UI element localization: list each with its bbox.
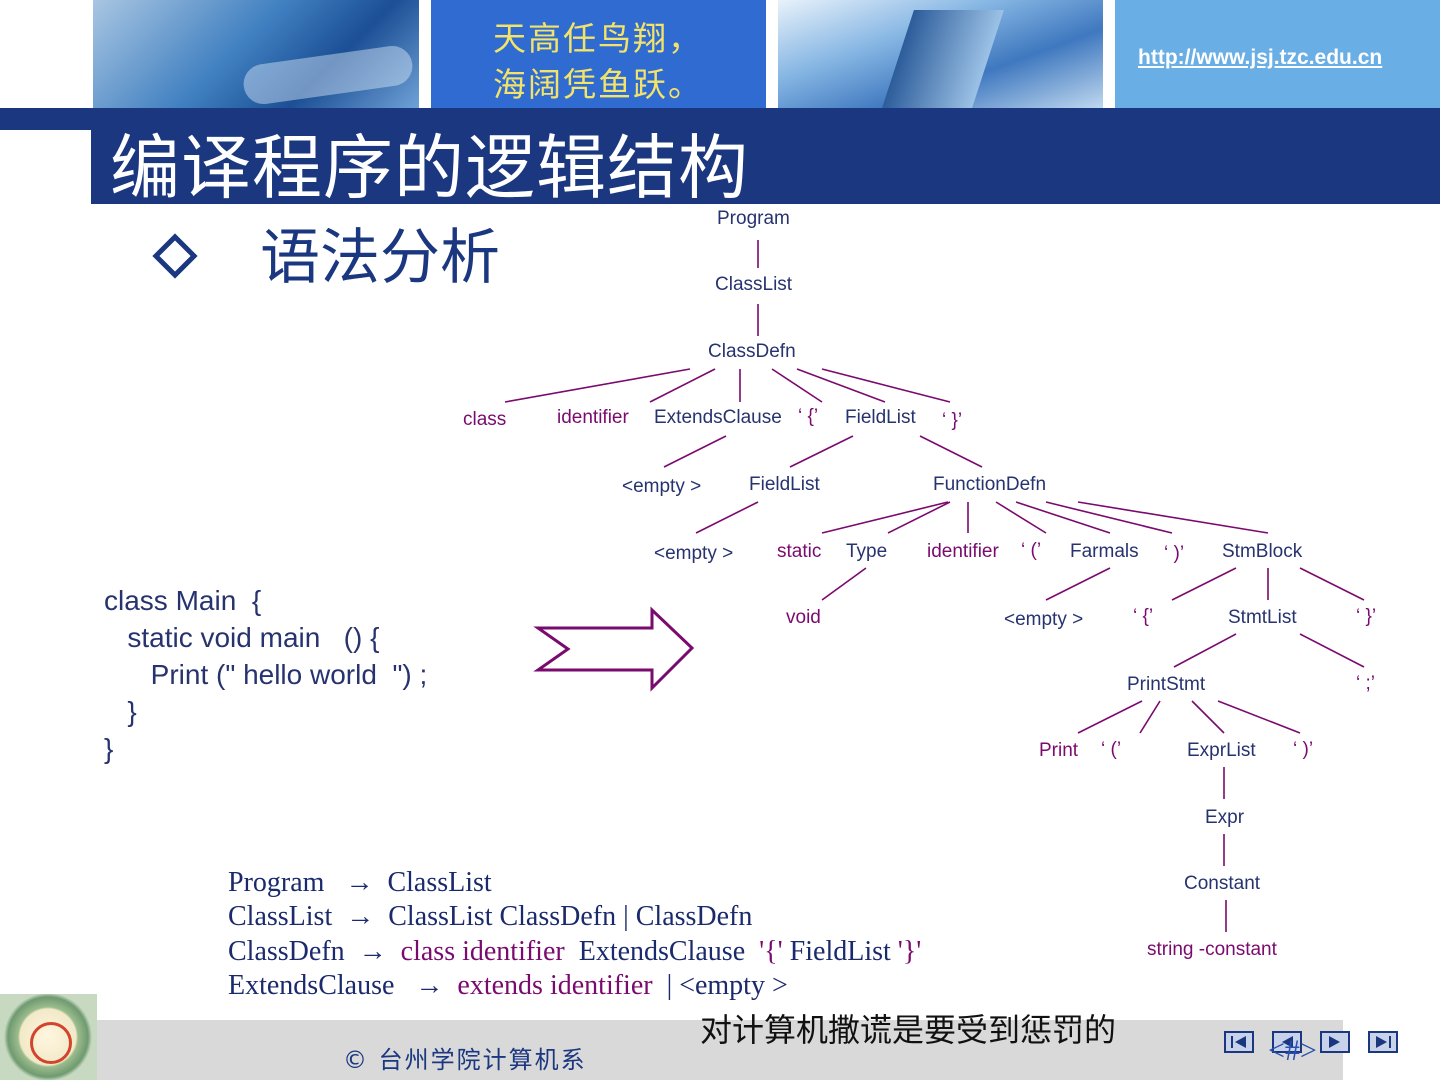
rule-rhs: ClassDefn (635, 901, 753, 932)
tree-node-identifier: identifier (557, 407, 629, 428)
tree-node-classlist: ClassList (715, 274, 793, 295)
code-line: class Main { (104, 585, 262, 616)
tree-node-class-keyword: class (463, 409, 507, 430)
grammar-rule: ClassList → ClassList ClassDefn | ClassD… (228, 900, 752, 934)
tree-node-classdefn: ClassDefn (708, 341, 796, 362)
code-line: static void main () { (104, 622, 380, 653)
rule-lhs: Program (228, 867, 325, 898)
grammar-rule: Program → ClassList (228, 866, 492, 900)
footer-copyright: © 台州学院计算机系 (343, 1046, 587, 1074)
alternation-bar: | (623, 901, 629, 932)
rule-lhs: ExtendsClause (228, 970, 395, 1001)
title-notch (0, 130, 91, 204)
tree-node-empty: <empty > (654, 543, 734, 564)
rule-rhs: <empty > (679, 970, 788, 1001)
rule-terminal: '{' (759, 936, 783, 967)
tree-node-print-keyword: Print (1039, 740, 1079, 761)
rule-lhs: ClassList (228, 901, 333, 932)
first-slide-button[interactable] (1224, 1031, 1254, 1053)
first-slide-icon (1231, 1036, 1246, 1048)
alternation-bar: | (666, 970, 673, 1001)
footer-slogan: 对计算机撒谎是要受到惩罚的 (700, 1011, 1117, 1049)
next-slide-icon (1329, 1036, 1340, 1048)
rule-rhs: FieldList (789, 936, 891, 967)
arrow-icon: → (345, 867, 374, 898)
tree-node-empty: <empty > (1004, 609, 1084, 630)
grammar-rule: ExtendsClause → extends identifier | <em… (228, 969, 788, 1003)
rule-terminal: '}' (897, 936, 922, 967)
tree-node-constant: Constant (1184, 873, 1261, 894)
last-slide-button[interactable] (1368, 1031, 1398, 1053)
tree-node-exprlist: ExprList (1187, 740, 1256, 761)
rule-rhs: ClassList ClassDefn (388, 901, 617, 932)
grammar-rule: ClassDefn → class identifier ExtendsClau… (228, 935, 921, 969)
rule-lhs: ClassDefn (228, 936, 345, 967)
rule-terminals: class identifier (400, 936, 565, 967)
rule-terminals: extends identifier (457, 970, 653, 1001)
arrow-icon: → (415, 970, 444, 1001)
prev-slide-icon (1282, 1036, 1293, 1048)
tree-node-semicolon: ‘ ;’ (1356, 673, 1375, 694)
tree-node-lparen: ‘ (’ (1021, 540, 1042, 561)
tree-node-void-keyword: void (786, 607, 821, 628)
code-line: } (104, 733, 114, 764)
motto-line-2: 海阔凭鱼跃。 (493, 65, 703, 104)
arrow-icon: → (346, 901, 375, 932)
code-line: Print (" hello world ") ; (104, 659, 428, 690)
rule-rhs: ExtendsClause (578, 936, 746, 967)
title-bar (0, 108, 1440, 204)
next-slide-button[interactable] (1320, 1031, 1350, 1053)
tree-node-type: Type (846, 541, 888, 562)
tree-node-rbrace: ‘ }’ (1356, 606, 1377, 627)
header-photo-building (778, 0, 1103, 108)
tree-node-fieldlist: FieldList (845, 407, 916, 428)
arrow-right-icon (533, 606, 695, 692)
prev-slide-button[interactable] (1272, 1031, 1302, 1053)
tree-node-stmtlist: StmtList (1228, 607, 1297, 628)
tree-node-stmblock: StmBlock (1222, 541, 1303, 562)
last-slide-icon (1376, 1036, 1391, 1048)
tree-node-extendsclause: ExtendsClause (654, 407, 782, 428)
tree-node-printstmt: PrintStmt (1127, 674, 1206, 695)
arrow-icon: → (358, 936, 387, 967)
tree-node-fieldlist-inner: FieldList (749, 474, 820, 495)
university-logo (0, 994, 97, 1080)
tree-node-rbrace: ‘ }’ (942, 410, 963, 431)
rule-rhs: ClassList (387, 867, 492, 898)
tree-node-lparen: ‘ (’ (1101, 739, 1122, 760)
tree-node-lbrace: ‘ {’ (1133, 606, 1154, 627)
header-motto: 天高任鸟翔， 海阔凭鱼跃。 (431, 0, 766, 108)
tree-node-lbrace: ‘ {’ (798, 406, 819, 427)
header-photo-hands (93, 0, 419, 108)
website-link[interactable]: http://www.jsj.tzc.edu.cn (1138, 46, 1383, 69)
tree-node-string-constant: string -constant (1147, 939, 1277, 960)
tree-node-static-keyword: static (777, 541, 822, 562)
code-line: } (104, 696, 137, 727)
slide-subtitle: 语法分析 (260, 223, 500, 293)
tree-node-empty: <empty > (622, 476, 702, 497)
tree-node-functiondefn: FunctionDefn (933, 474, 1047, 495)
tree-node-rparen: ‘ )’ (1293, 739, 1314, 760)
tree-node-expr: Expr (1205, 807, 1245, 828)
page-number: <#> (1268, 1034, 1317, 1067)
slide-title: 编译程序的逻辑结构 (110, 127, 749, 209)
tree-node-rparen: ‘ )’ (1164, 543, 1185, 564)
tree-node-identifier: identifier (927, 541, 999, 562)
header-url-box: http://www.jsj.tzc.edu.cn (1115, 0, 1440, 108)
footer-bar (97, 1020, 1343, 1080)
tree-node-program: Program (717, 208, 790, 229)
motto-line-1: 天高任鸟翔， (493, 19, 703, 58)
tree-node-farmals: Farmals (1070, 541, 1139, 562)
